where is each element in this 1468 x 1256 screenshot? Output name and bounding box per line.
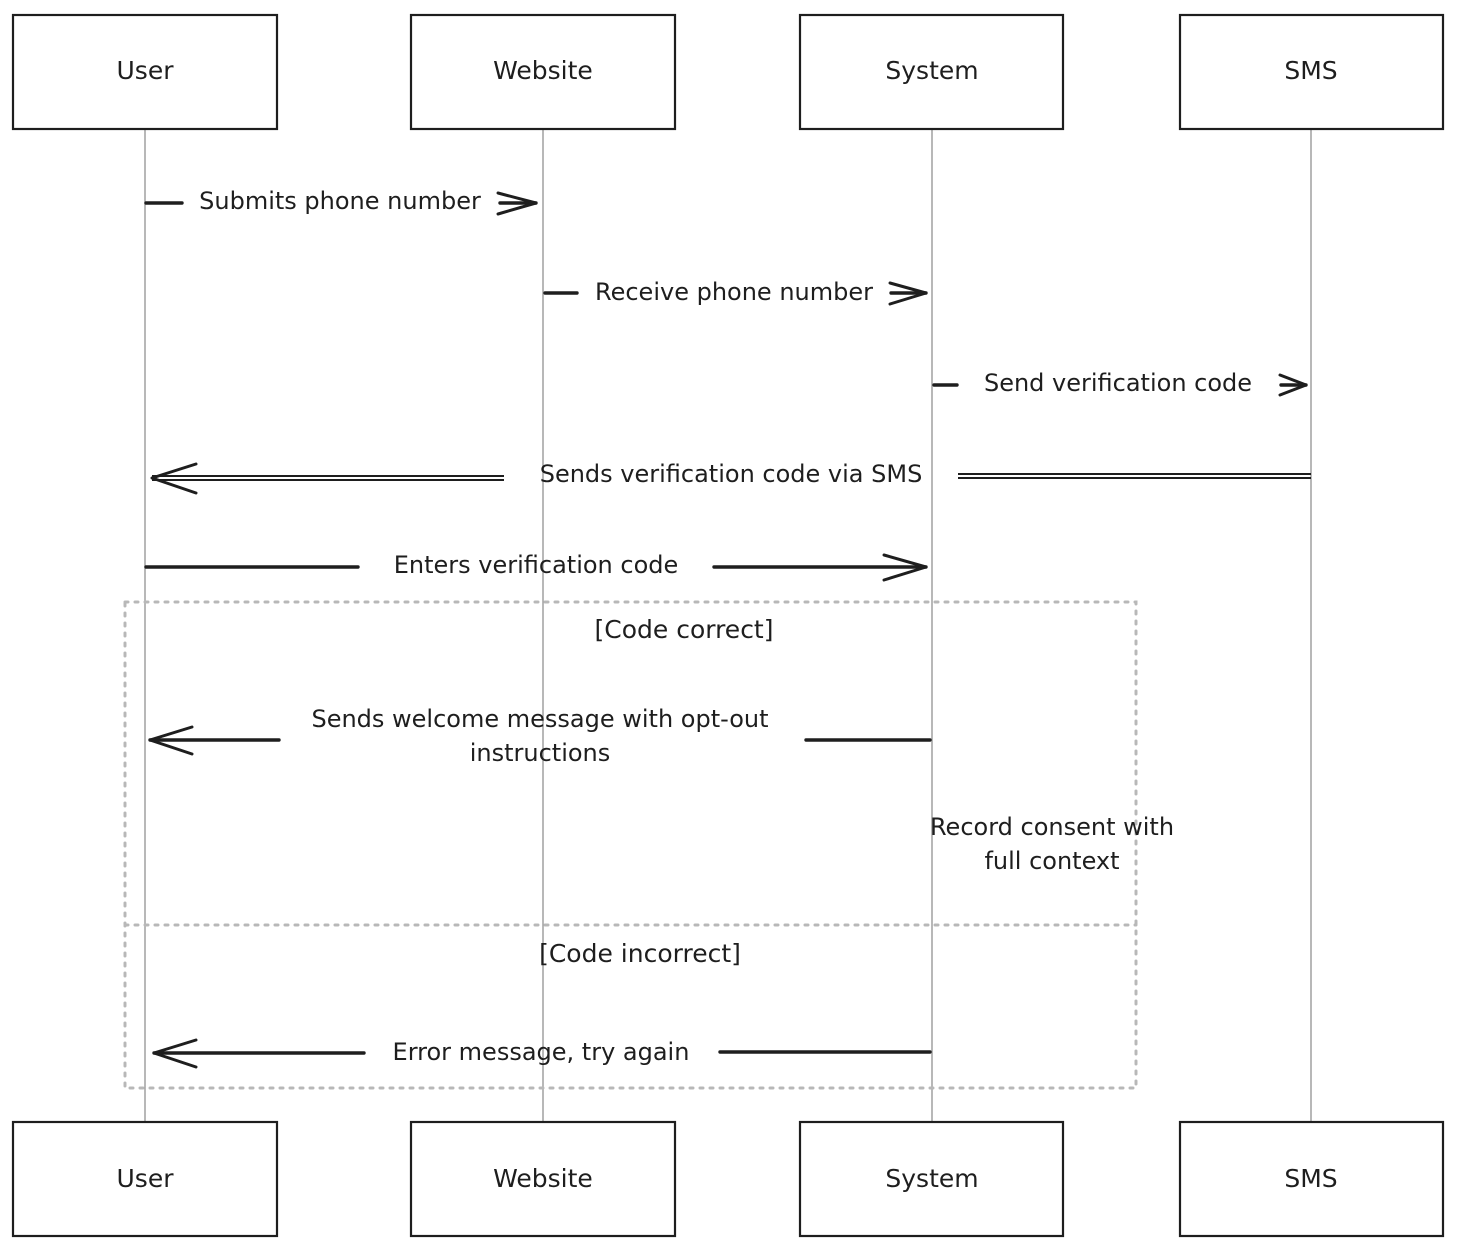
actor-label: SMS: [1284, 1164, 1337, 1193]
condition-code-correct: [Code correct]: [595, 615, 774, 644]
message-label: Enters verification code: [394, 551, 679, 579]
message-enters-verification-code: Enters verification code: [144, 551, 928, 582]
arrow-left-icon: [152, 1038, 198, 1069]
actor-system-top: System: [798, 13, 1065, 131]
actor-system-bottom: System: [798, 1120, 1065, 1238]
condition-code-incorrect: [Code incorrect]: [539, 939, 741, 968]
actor-label: SMS: [1284, 56, 1337, 85]
actor-label: User: [117, 56, 175, 85]
lifelines: [144, 129, 1312, 1122]
actor-sms-bottom: SMS: [1178, 1120, 1445, 1238]
actor-sms-top: SMS: [1178, 13, 1445, 131]
actor-label: System: [885, 56, 978, 85]
message-label: Error message, try again: [393, 1038, 690, 1066]
actor-website-top: Website: [409, 13, 677, 131]
arrow-right-icon: [882, 553, 928, 582]
arrow-right-icon: [496, 191, 538, 216]
message-receive-phone-number: Receive phone number: [543, 278, 928, 306]
message-label-line-1: Sends welcome message with opt-out: [311, 705, 768, 733]
message-submits-phone-number: Submits phone number: [144, 187, 538, 216]
actor-user-bottom: User: [11, 1120, 279, 1238]
actors-bottom: User Website System SMS: [11, 1120, 1445, 1238]
note-record-consent: Record consent with full context: [930, 813, 1174, 875]
message-label: Sends verification code via SMS: [540, 460, 923, 488]
actor-label: Website: [493, 1164, 593, 1193]
actor-label: User: [117, 1164, 175, 1193]
actor-label: Website: [493, 56, 593, 85]
actor-user-top: User: [11, 13, 279, 131]
note-label-line-1: Record consent with: [930, 813, 1174, 841]
actor-website-bottom: Website: [409, 1120, 677, 1238]
message-sends-welcome-message: Sends welcome message with opt-out instr…: [148, 705, 932, 767]
actor-label: System: [885, 1164, 978, 1193]
message-label: Submits phone number: [199, 187, 481, 215]
message-sends-verification-code-via-sms: Sends verification code via SMS: [150, 460, 1311, 495]
actors-top: User Website System SMS: [11, 13, 1445, 131]
alt-frame-border: [123, 600, 1138, 1090]
arrow-right-icon: [888, 281, 928, 306]
message-label-line-2: instructions: [470, 739, 611, 767]
arrow-left-icon: [150, 462, 198, 495]
arrow-left-icon: [148, 725, 194, 756]
arrow-right-icon: [1278, 373, 1308, 397]
message-label: Receive phone number: [595, 278, 873, 306]
alt-frame: [Code correct] [Code incorrect]: [123, 600, 1138, 1090]
message-send-verification-code: Send verification code: [932, 369, 1308, 397]
note-label-line-2: full context: [984, 847, 1119, 875]
message-error-try-again: Error message, try again: [152, 1038, 932, 1069]
message-label: Send verification code: [984, 369, 1252, 397]
